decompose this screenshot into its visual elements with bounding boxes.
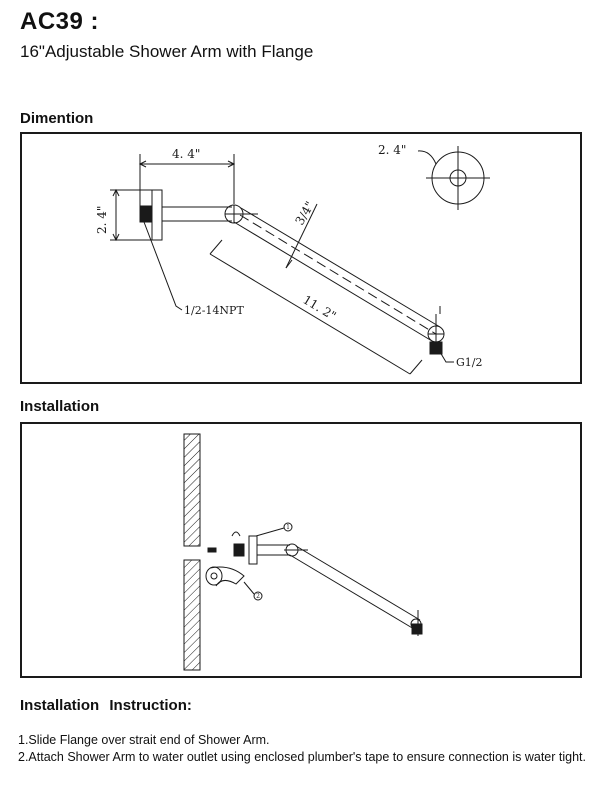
dim-arm-horizontal: 4. 4"	[172, 147, 200, 161]
instructions-heading: Installation Instruction:	[20, 697, 198, 714]
instruction-step-1: 1.Slide Flange over strait end of Shower…	[18, 733, 270, 747]
dimension-drawing: 4. 4" 2. 4" 2. 4" 3/4" 11. 2" 1/2-14NPT …	[95, 143, 490, 375]
callout-2: 2	[256, 593, 260, 600]
dim-pipe-diameter: 3/4"	[292, 199, 317, 228]
dimension-heading: Dimention	[20, 110, 94, 127]
arrow-icon	[231, 531, 241, 537]
installation-heading: Installation	[20, 398, 100, 415]
product-description: 16"Adjustable Shower Arm with Flange	[20, 42, 314, 61]
instruction-steps: 1.Slide Flange over strait end of Shower…	[18, 732, 588, 766]
inlet-thread-end	[139, 205, 153, 223]
dim-arm-length: 11. 2"	[300, 293, 338, 324]
wall-upper	[183, 433, 201, 547]
installation-drawing: 1 2	[183, 433, 423, 671]
install-inlet-end	[233, 543, 245, 557]
wall-lower	[183, 559, 201, 671]
dim-flange-diameter: 2. 4"	[378, 143, 406, 157]
installation-drawing-panel: 1 2	[20, 422, 582, 678]
flange-plate	[151, 189, 163, 241]
label-inlet-thread: 1/2-14NPT	[184, 304, 244, 317]
install-flange	[248, 535, 258, 565]
dim-flange-height: 2. 4"	[95, 206, 109, 234]
instructions-heading-word2: Instruction:	[109, 697, 192, 714]
outlet-thread-end	[429, 341, 443, 355]
dimension-drawing-panel: 4. 4" 2. 4" 2. 4" 3/4" 11. 2" 1/2-14NPT …	[20, 132, 582, 384]
model-number: AC39 :	[20, 8, 100, 35]
callout-1: 1	[286, 524, 290, 531]
instruction-step-2: 2.Attach Shower Arm to water outlet usin…	[18, 750, 586, 764]
label-outlet-thread: G1/2	[456, 356, 483, 369]
instructions-heading-word1: Installation	[20, 697, 100, 714]
